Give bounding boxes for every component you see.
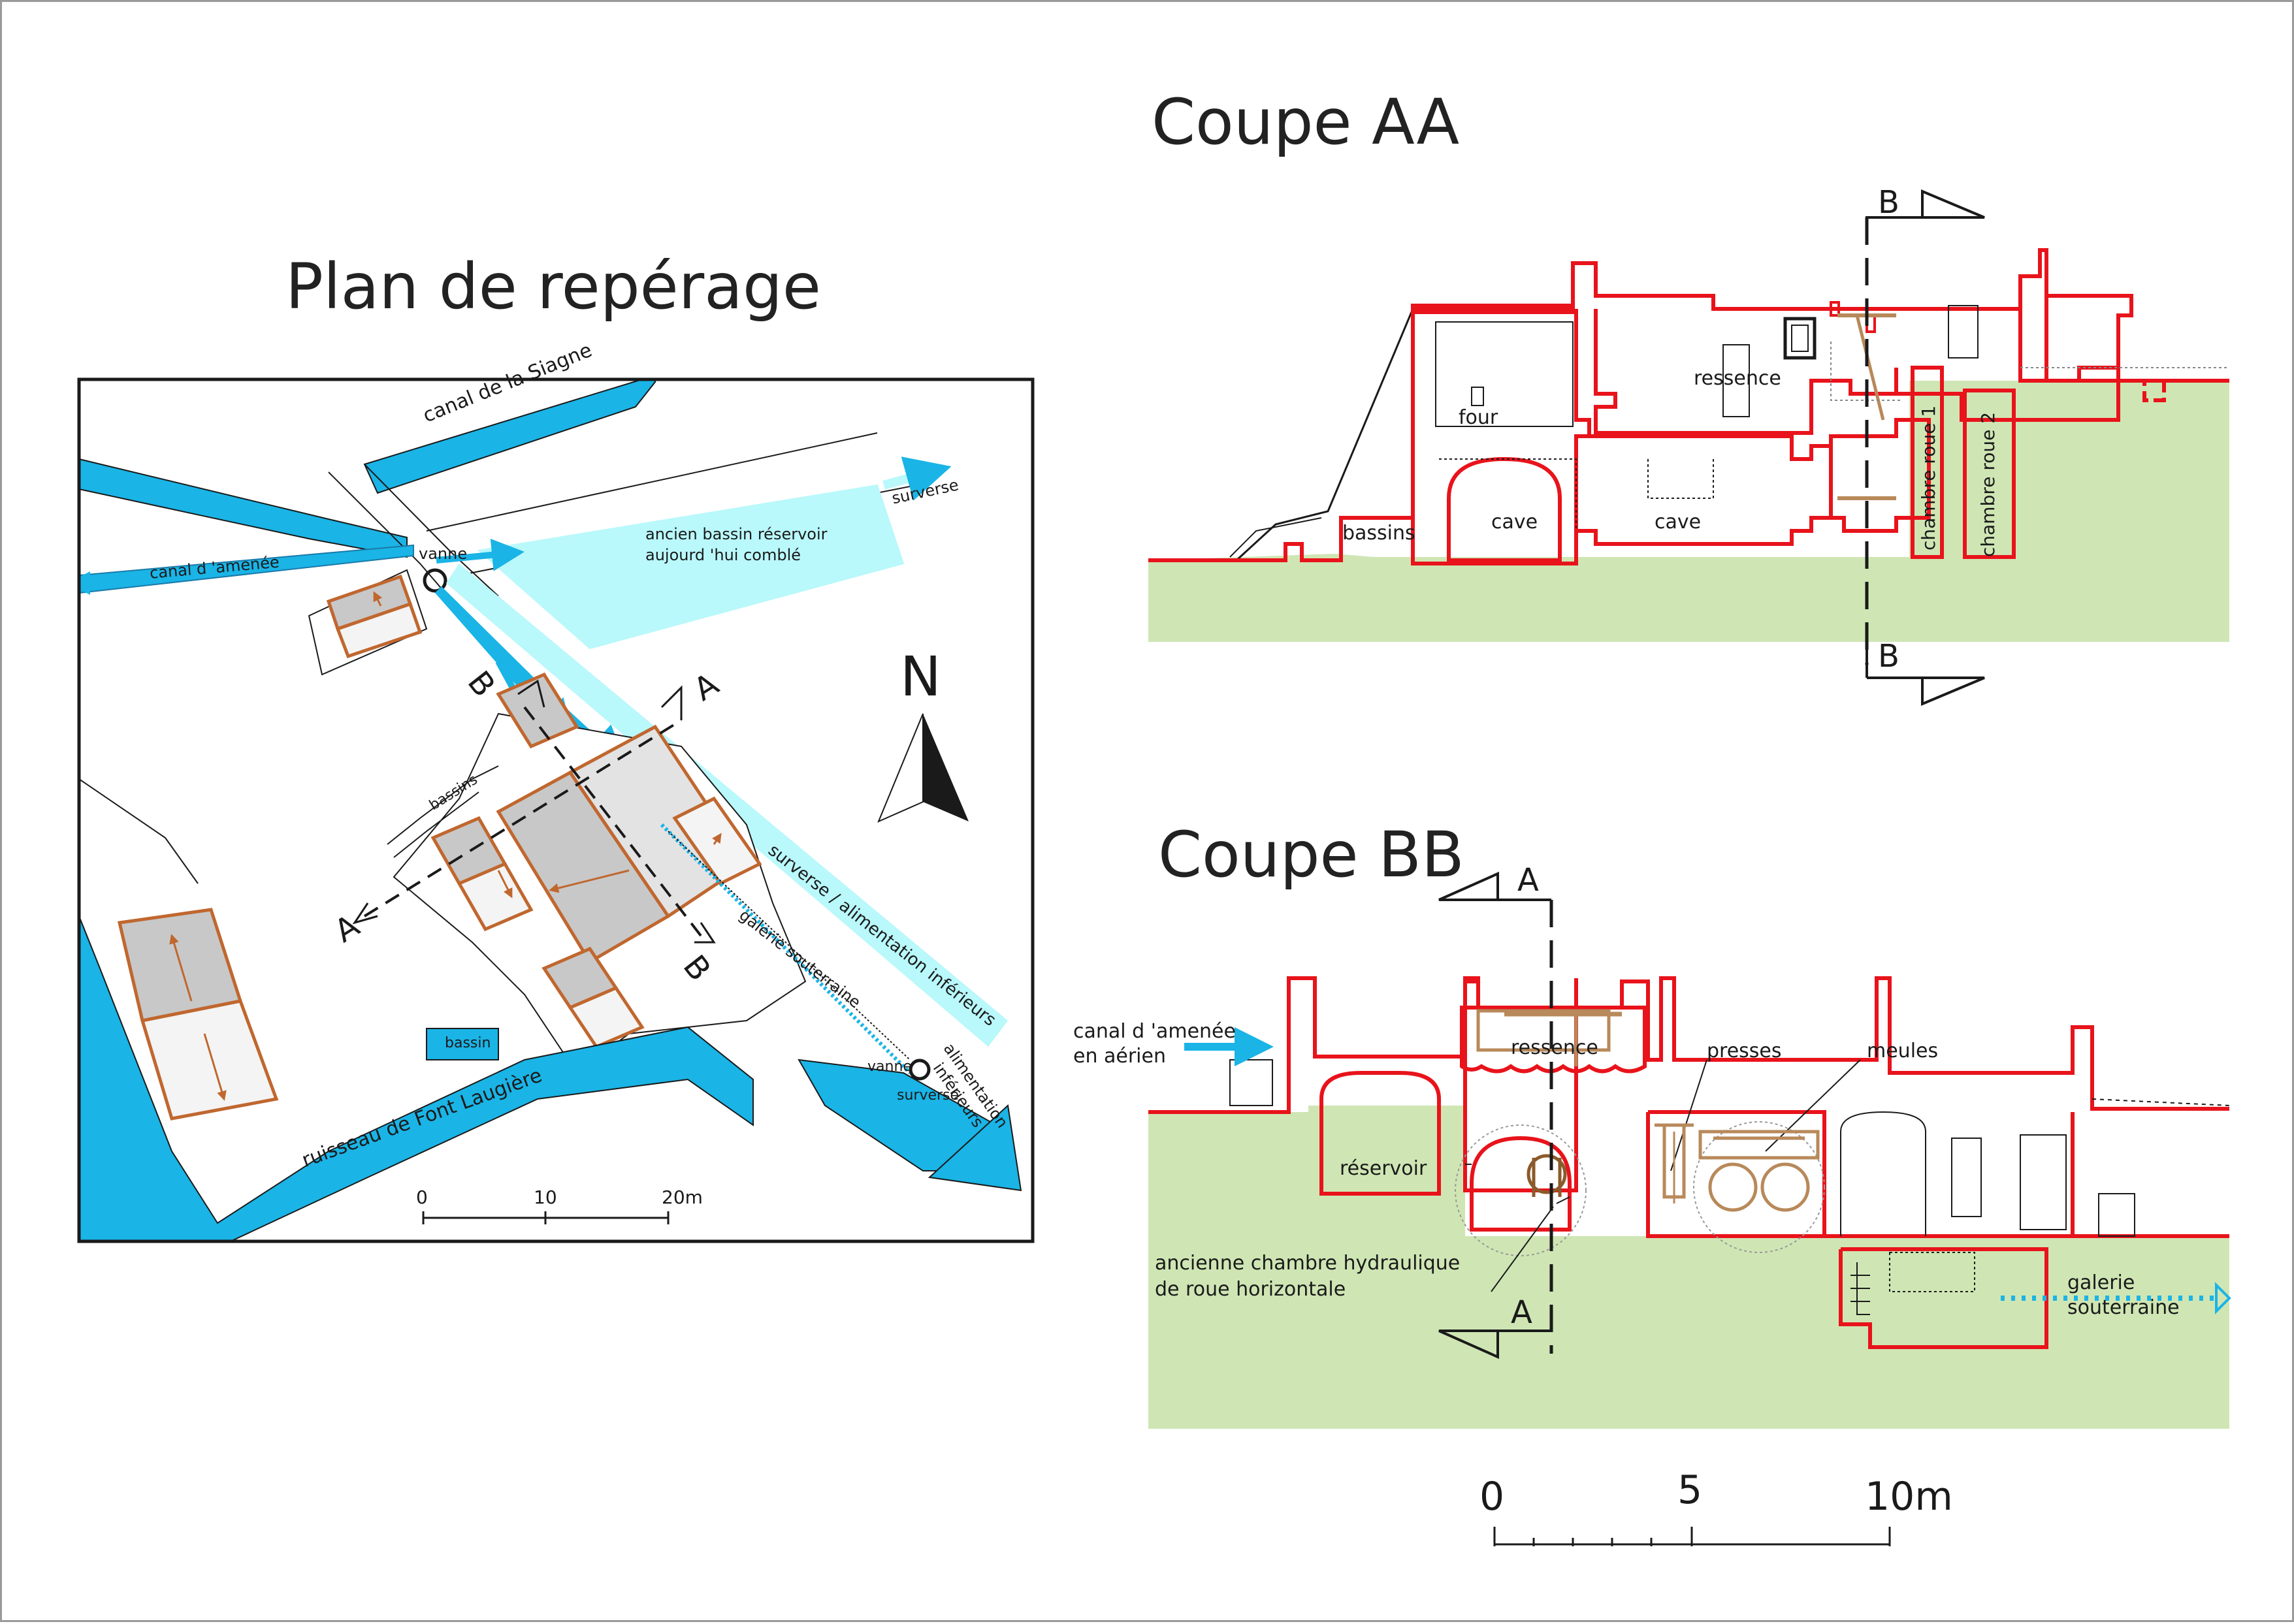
canal-amenee-arrow-left: [79, 571, 90, 595]
bb-ressence-label: ressence: [1511, 1036, 1598, 1059]
plan-vanne-bottom: vanne: [867, 1059, 912, 1075]
bb-meule: [1698, 1130, 1820, 1160]
road-edge-2: [364, 464, 499, 597]
plan-frame: [77, 377, 1035, 1243]
bb-wheel-circle: [1455, 1124, 1587, 1256]
bb-dotted-box: [1889, 1252, 1975, 1292]
plan-scale-10: 10: [534, 1186, 557, 1208]
bb-presses-label: presses: [1707, 1040, 1782, 1062]
plan-scale-0: 0: [416, 1186, 428, 1208]
plan-bassin-reservoir-2: aujourd 'hui comblé: [645, 546, 801, 564]
left-room-white: [140, 999, 279, 1121]
plan-scale-20: 20m: [662, 1186, 703, 1208]
ancien-bassin: [477, 484, 905, 650]
scale-label-0: 0: [1479, 1474, 1505, 1520]
bb-canal-amenee-2: en aérien: [1073, 1045, 1166, 1068]
bb-right-roof: [1659, 976, 2229, 1111]
room-white-top: [335, 601, 423, 659]
bb-reservoir-label: réservoir: [1340, 1157, 1427, 1180]
lower-stream-arrow: [928, 1104, 1022, 1192]
aa-upper-right: [1571, 248, 2133, 422]
bb-lower-gallery: [1839, 1247, 2048, 1349]
bb-center-wall: [1463, 978, 1578, 1192]
aa-ressence-block: [1722, 344, 1750, 417]
aa-cave-box: [1576, 434, 1833, 546]
bb-meule-circle: [1693, 1121, 1825, 1253]
aa-roof-right: [2044, 296, 2118, 383]
bb-meules-label: meules: [1867, 1040, 1939, 1062]
left-path: [79, 778, 199, 884]
plan-title: Plan de repérage: [285, 250, 821, 323]
bb-section-a-bottom: A: [1511, 1294, 1532, 1331]
canal-siagne: [363, 379, 656, 494]
aa-ressence-label: ressence: [1694, 367, 1781, 390]
bb-wheel: [1527, 1154, 1567, 1194]
ruisseau: [79, 915, 754, 1241]
canal-amenee: [79, 544, 414, 594]
section-aa-line: [363, 719, 683, 917]
vanne-top-ring: [423, 568, 447, 593]
aa-slope: [1235, 308, 1414, 562]
vanne-bottom-ring: [909, 1059, 931, 1081]
bb-chamber-arch: [1470, 1136, 1572, 1232]
surverse-top-arrow: [882, 456, 952, 501]
plan-surverse-bottom: surverse: [897, 1087, 960, 1104]
aa-ground-line: [2118, 379, 2229, 402]
room-top-grey: [496, 672, 579, 749]
bb-ressence-machine: [1476, 1009, 1611, 1052]
room-left-2: [457, 861, 534, 932]
aa-cave-arch: [1447, 456, 1562, 562]
bb-meules-leader: [1765, 1059, 1861, 1152]
room-bottom-white: [568, 985, 645, 1049]
road-top: [426, 432, 878, 532]
bb-reservoir: [1319, 1071, 1441, 1196]
scale-label-5: 5: [1677, 1467, 1703, 1513]
coupe-aa-title: Coupe AA: [1152, 86, 1460, 159]
galerie-dotted: [660, 823, 912, 1075]
aa-chambre-2: [1963, 389, 2016, 559]
scale-label-10: 10m: [1865, 1474, 1953, 1520]
bb-section-a-top: A: [1517, 862, 1539, 899]
plan-bassin: bassin: [445, 1035, 491, 1051]
aa-section-b-top: B: [1878, 184, 1899, 221]
bb-ancienne-1: ancienne chambre hydraulique: [1155, 1252, 1461, 1275]
aa-four-label: four: [1459, 406, 1498, 429]
bb-galerie-2: souterraine: [2067, 1296, 2180, 1319]
aa-four: [1435, 321, 1574, 427]
aa-cave-1: cave: [1491, 511, 1538, 533]
aa-chambre-1: [1911, 366, 1944, 559]
bb-canal-block: [1229, 1059, 1273, 1106]
aa-square: [1783, 317, 1817, 360]
bb-canal-amenee-1: canal d 'amenée: [1073, 1020, 1236, 1043]
bb-ancienne-2: de roue horizontale: [1155, 1278, 1346, 1301]
plan-north-label: N: [900, 645, 941, 709]
aa-section-b-bottom: B: [1878, 638, 1899, 675]
aa-ressence-box: [1594, 309, 1896, 435]
aa-bassins-label: bassins: [1342, 522, 1415, 545]
bb-galerie-1: galerie: [2067, 1271, 2135, 1294]
bassins-outline: [387, 765, 499, 845]
bb-presses-leader: [1670, 1059, 1707, 1171]
aa-right-rooms: [1811, 418, 1931, 533]
vanne-arrow: [436, 538, 525, 571]
aa-cave-2: cave: [1655, 511, 1702, 533]
plan-vanne-top: vanne: [419, 545, 468, 563]
bassin-rect: [426, 1028, 499, 1060]
bb-ressence-roof: [1463, 978, 1663, 1062]
coupe-bb-title: Coupe BB: [1158, 818, 1464, 891]
north-arrow-black: [923, 714, 969, 821]
bb-room-arch-right: [1840, 1111, 1926, 1236]
plan-bassin-reservoir-1: ancien bassin réservoir: [645, 525, 828, 543]
